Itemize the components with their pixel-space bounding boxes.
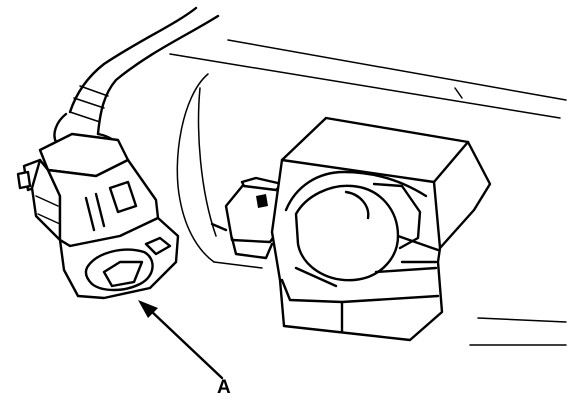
mounting-panel <box>169 39 567 346</box>
callout-a-arrow <box>138 300 224 380</box>
harness-connector-a <box>16 132 180 300</box>
mounting-bracket <box>270 116 492 342</box>
callout-a-label: A <box>217 377 231 398</box>
wire-harness <box>53 6 220 154</box>
